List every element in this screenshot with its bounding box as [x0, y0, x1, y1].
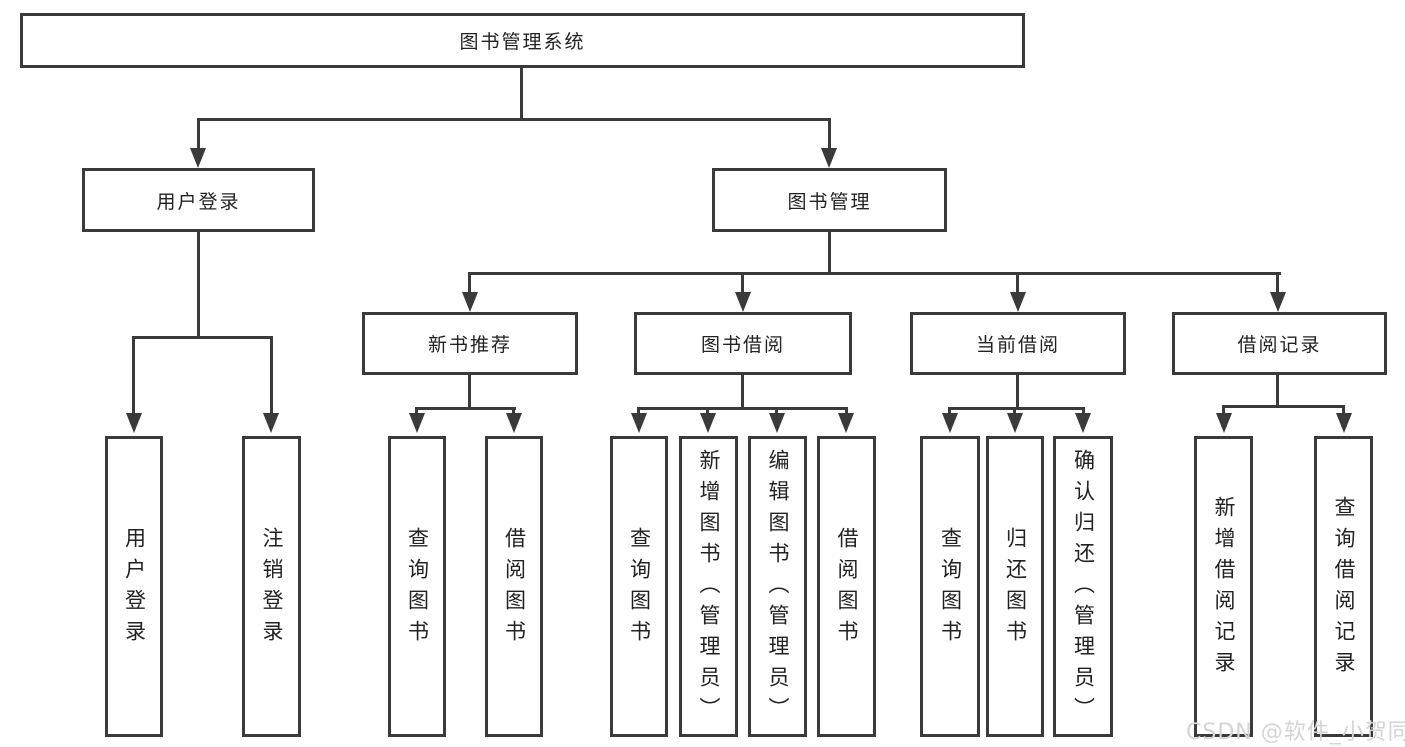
leaf-logout: 注销登录: [242, 436, 301, 737]
connector-line: [1082, 407, 1085, 415]
arrowhead-down-icon: [631, 413, 647, 433]
arrowhead-down-icon: [1007, 413, 1023, 433]
leaf-return-book: 归还图书: [986, 436, 1044, 737]
arrowhead-down-icon: [462, 292, 478, 312]
connector-line: [468, 272, 471, 294]
arrowhead-down-icon: [821, 148, 837, 168]
connector-line: [415, 407, 516, 410]
connector-line: [741, 375, 744, 407]
connector-line: [775, 407, 778, 415]
connector-line: [197, 118, 200, 150]
leaf-user-login: 用户登录: [105, 436, 163, 737]
connector-line: [468, 272, 1281, 275]
node-current-borrowing: 当前借阅: [910, 312, 1126, 375]
arrowhead-down-icon: [1270, 292, 1286, 312]
arrowhead-down-icon: [263, 413, 279, 433]
connector-line: [415, 407, 418, 415]
leaf-query-borrow-record: 查询借阅记录: [1314, 436, 1373, 737]
connector-line: [706, 407, 709, 415]
connector-line: [132, 336, 135, 415]
leaf-add-borrow-record: 新增借阅记录: [1194, 436, 1253, 737]
node-root: 图书管理系统: [20, 13, 1025, 68]
connector-line: [1342, 405, 1345, 415]
connector-line: [845, 407, 848, 415]
arrowhead-down-icon: [409, 413, 425, 433]
connector-line: [1276, 375, 1279, 407]
connector-line: [468, 375, 471, 407]
csdn-watermark: CSDN @软件_小贺同学: [1186, 720, 1405, 745]
connector-line: [520, 68, 523, 118]
arrowhead-down-icon: [1216, 413, 1232, 433]
connector-line: [197, 118, 831, 121]
connector-line: [197, 232, 200, 336]
connector-line: [828, 118, 831, 150]
connector-line: [132, 336, 273, 339]
leaf-edit-book-admin: 编辑图书（管理员）: [748, 436, 807, 737]
connector-line: [512, 407, 515, 415]
connector-line: [948, 407, 951, 415]
leaf-confirm-return-admin: 确认归还（管理员）: [1053, 436, 1113, 737]
connector-line: [948, 407, 1085, 410]
arrowhead-down-icon: [700, 413, 716, 433]
leaf-add-book-admin: 新增图书（管理员）: [679, 436, 738, 737]
leaf-borrowing-query-book: 查询图书: [610, 436, 668, 737]
arrowhead-down-icon: [1075, 413, 1091, 433]
connector-line: [1013, 407, 1016, 415]
arrowhead-down-icon: [1336, 413, 1352, 433]
node-book-management: 图书管理: [712, 168, 947, 232]
leaf-recommend-borrow-book: 借阅图书: [485, 436, 543, 737]
node-user-login: 用户登录: [82, 168, 315, 232]
connector-line: [637, 407, 640, 415]
connector-line: [741, 272, 744, 294]
arrowhead-down-icon: [838, 413, 854, 433]
node-new-book-recommend: 新书推荐: [362, 312, 578, 375]
arrowhead-down-icon: [769, 413, 785, 433]
node-borrowing-records: 借阅记录: [1172, 312, 1387, 375]
connector-line: [1016, 272, 1019, 294]
connector-line: [1276, 272, 1279, 294]
arrowhead-down-icon: [190, 148, 206, 168]
arrowhead-down-icon: [506, 413, 522, 433]
arrowhead-down-icon: [942, 413, 958, 433]
arrowhead-down-icon: [1010, 292, 1026, 312]
arrowhead-down-icon: [735, 292, 751, 312]
connector-line: [270, 336, 273, 415]
connector-line: [1222, 405, 1345, 408]
leaf-current-query-book: 查询图书: [920, 436, 980, 737]
node-book-borrowing: 图书借阅: [634, 312, 852, 375]
connector-line: [1222, 405, 1225, 415]
connector-line: [828, 232, 831, 272]
connector-line: [637, 407, 848, 410]
arrowhead-down-icon: [126, 413, 142, 433]
leaf-recommend-query-book: 查询图书: [388, 436, 446, 737]
connector-line: [1016, 375, 1019, 407]
leaf-borrowing-borrow-book: 借阅图书: [817, 436, 876, 737]
